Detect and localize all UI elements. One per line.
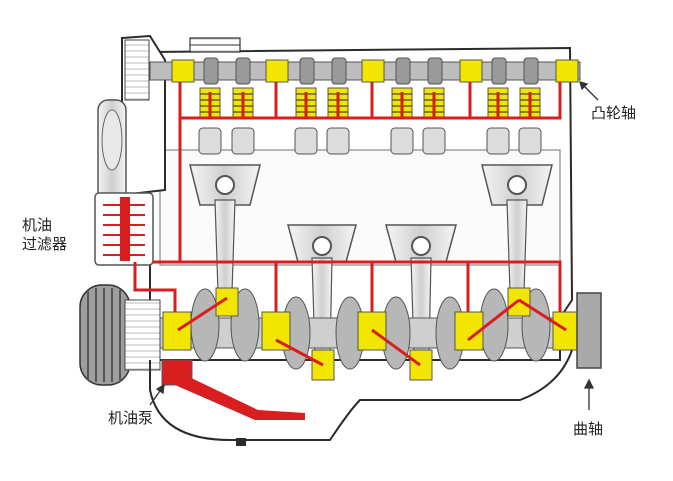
oil-filter-label-line1: 机油 xyxy=(22,216,53,234)
oil-filter-label-line2: 过滤器 xyxy=(22,235,68,253)
rod-bearing xyxy=(215,287,531,381)
oil-pump-label: 机油泵 xyxy=(108,409,154,427)
flywheel xyxy=(576,292,602,369)
piston-4 xyxy=(481,164,553,293)
camshaft-label: 凸轮轴 xyxy=(591,104,637,122)
oil-filter xyxy=(94,192,154,266)
pointer-arrows xyxy=(149,81,599,410)
camshaft xyxy=(149,57,581,85)
main-bearing xyxy=(162,311,580,351)
oil-filter-label: 机油 过滤器 xyxy=(22,216,67,254)
oil-passages xyxy=(133,82,567,367)
cam-lobe xyxy=(203,57,539,85)
crank-pulley xyxy=(79,284,161,386)
distributor-gear xyxy=(189,37,241,53)
oil-pan xyxy=(149,349,573,446)
crankshaft-label: 曲轴 xyxy=(573,420,604,438)
